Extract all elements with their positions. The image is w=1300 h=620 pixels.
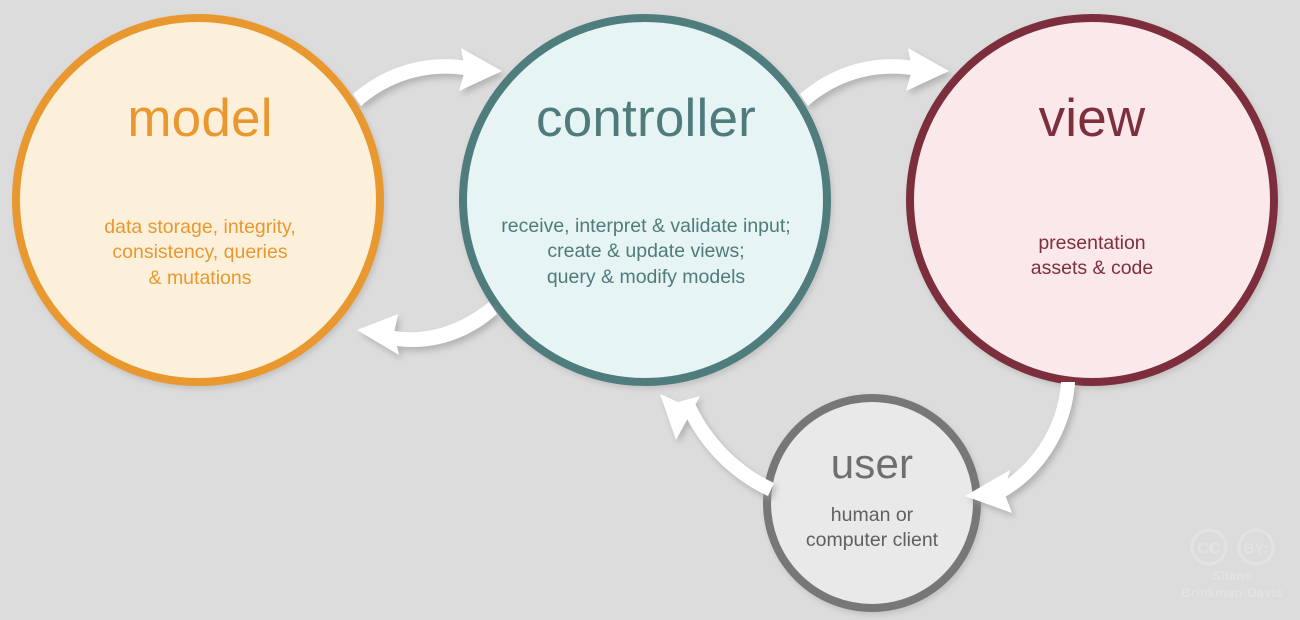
node-circle-user[interactable] [763, 394, 981, 612]
arrow-view-to-user [965, 382, 1075, 513]
arrow-model-to-controller [353, 48, 502, 106]
node-circle-view[interactable] [906, 14, 1278, 386]
arrow-user-to-controller [660, 394, 774, 496]
arrow-controller-to-view [800, 48, 949, 106]
node-circle-controller[interactable] [459, 14, 831, 386]
node-circle-model[interactable] [12, 14, 384, 386]
arrow-controller-to-model [357, 302, 497, 355]
